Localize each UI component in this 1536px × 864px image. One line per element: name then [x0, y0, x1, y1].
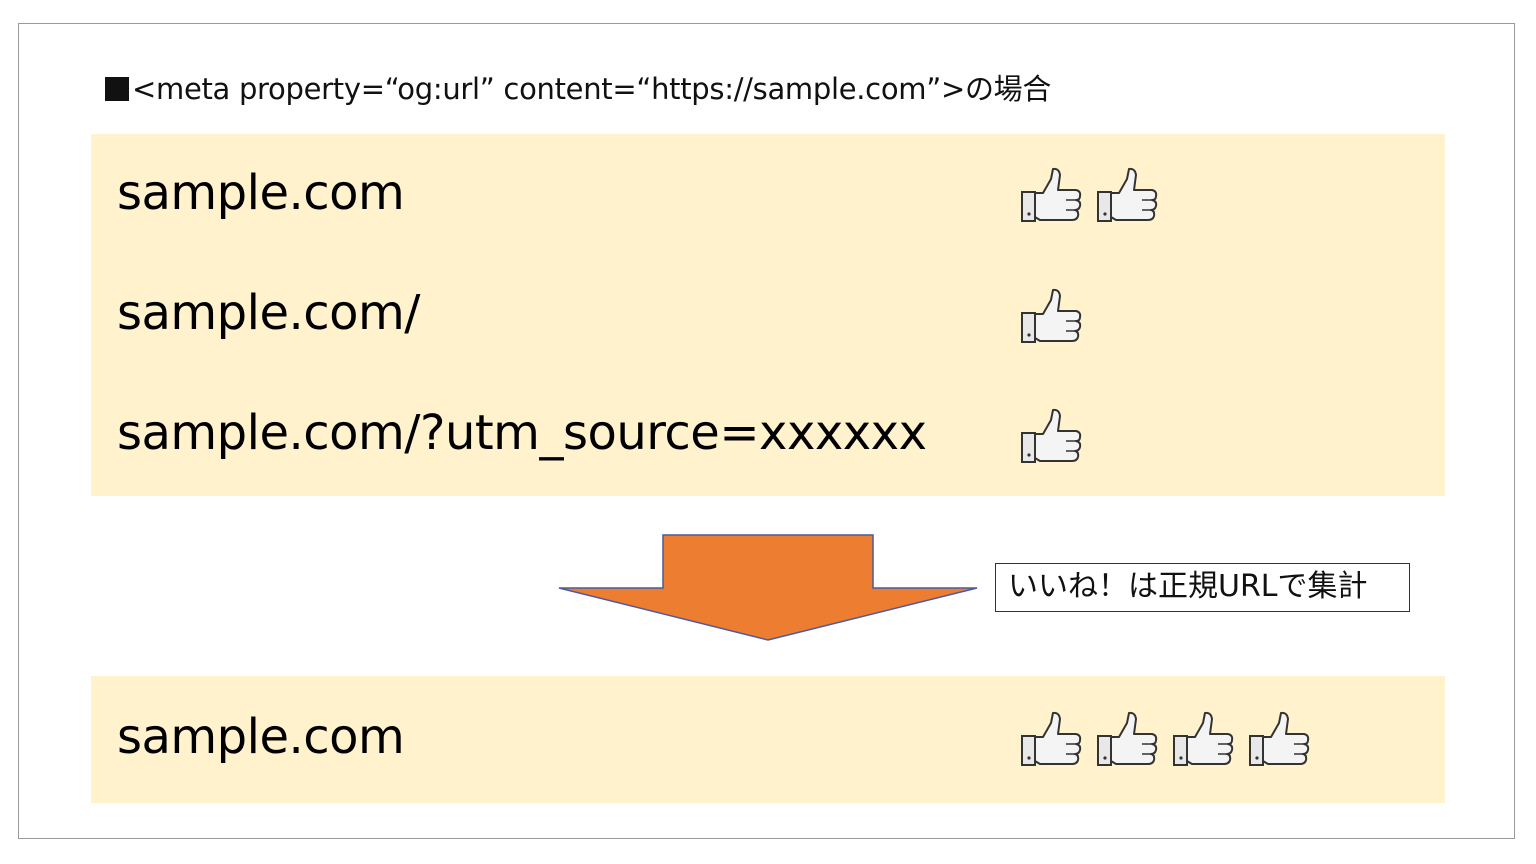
- thumbs-up-icon: [1020, 287, 1082, 345]
- thumbs-up-icon: [1248, 710, 1310, 768]
- heading-text: <meta property=“og:url” content=“https:/…: [132, 72, 1052, 106]
- thumbs-up-icon: [1020, 407, 1082, 465]
- square-bullet-icon: [105, 77, 129, 101]
- url-row-3: sample.com/?utm_source=xxxxxx: [117, 405, 927, 461]
- thumbs-up-icon: [1020, 710, 1082, 768]
- thumbs-up-icon: [1172, 710, 1234, 768]
- down-arrow-icon: [555, 533, 981, 643]
- likes-row-2: [1020, 287, 1082, 345]
- url-row-2: sample.com/: [117, 285, 420, 341]
- result-likes: [1020, 710, 1310, 768]
- likes-row-1: [1020, 166, 1158, 224]
- heading: <meta property=“og:url” content=“https:/…: [105, 66, 1051, 108]
- result-url: sample.com: [117, 709, 405, 765]
- url-row-1: sample.com: [117, 165, 405, 221]
- thumbs-up-icon: [1020, 166, 1082, 224]
- callout-box: いいね！は正規URLで集計: [995, 563, 1410, 612]
- likes-row-3: [1020, 407, 1082, 465]
- url-variants-panel: [91, 134, 1445, 496]
- thumbs-up-icon: [1096, 710, 1158, 768]
- thumbs-up-icon: [1096, 166, 1158, 224]
